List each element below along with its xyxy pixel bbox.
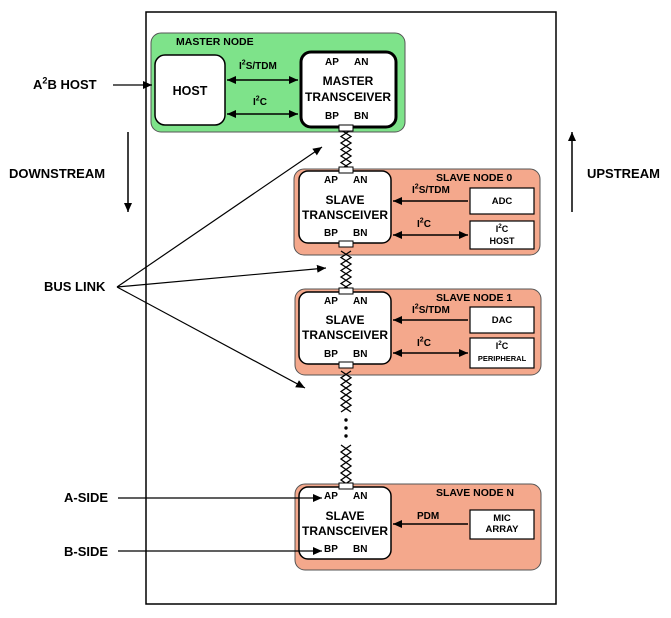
continuation-dot [344,418,348,422]
bus-cable-master-to-slave0 [339,129,353,170]
continuation-dot [344,426,348,430]
host-label: HOST [172,84,208,98]
slave1-i2s-label: I2S/TDM [412,303,450,316]
slave1-top-pin-tab [338,287,354,295]
slave0-ap-pin: AP [324,175,338,186]
slave1-transceiver-line1: SLAVE [325,313,365,327]
slave1-bn-pin: BN [353,349,368,360]
master-ap-pin: AP [325,57,339,68]
i2c-host-label-line1: I2C [495,223,509,234]
master-i2s-label: I2S/TDM [239,59,277,72]
slave0-top-pin-tab [338,166,354,174]
master-an-pin: AN [354,57,369,68]
a-side-label: A-SIDE [64,490,109,505]
slave1-bp-pin: BP [324,349,338,360]
downstream-label: DOWNSTREAM [9,166,106,181]
mic-array-label-line2: ARRAY [485,524,519,535]
slave-0-transceiver-block [298,170,392,244]
slave-node-0-title: SLAVE NODE 0 [436,172,513,184]
slaven-pdm-label: PDM [417,511,440,522]
host-block [154,54,226,126]
slave0-transceiver-line1: SLAVE [325,193,365,207]
slave0-bottom-pin-tab [338,240,354,248]
slave0-transceiver-line2: TRANSCEIVER [301,208,388,222]
slaven-transceiver-line2: TRANSCEIVER [301,524,388,538]
bus-link-pointer-2 [116,264,327,288]
a2b-host-label: A2B HOST [33,75,97,92]
adc-box [469,187,535,215]
i2c-host-box [469,220,535,250]
master-node-title: MASTER NODE [176,36,254,48]
mic-array-box [469,509,535,540]
dac-box [469,306,535,334]
slaven-transceiver-line1: SLAVE [325,509,365,523]
master-bp-pin: BP [325,111,339,122]
twisted-pair-cables [339,129,353,488]
slave1-an-pin: AN [353,296,368,307]
bus-cable-to-slaven [339,444,353,488]
bus-link-pointer-1 [116,146,323,288]
i2c-peripheral-box [469,337,535,369]
continuation-dot [344,434,348,438]
slave0-an-pin: AN [353,175,368,186]
slaven-ap-pin: AP [324,491,338,502]
master-bn-pin: BN [354,111,369,122]
bus-cable-slave0-to-slave1 [339,250,353,291]
slave-node-n-title: SLAVE NODE N [436,487,514,499]
adc-label: ADC [491,196,513,207]
bus-link-label: BUS LINK [44,279,106,294]
bus-link-pointer-3 [116,286,306,389]
master-bus-pin-tab [338,124,354,132]
master-transceiver-line1: MASTER [322,74,374,88]
slaven-bp-pin: BP [324,544,338,555]
slave0-bn-pin: BN [353,228,368,239]
b-side-label: B-SIDE [64,544,109,559]
slave1-transceiver-line2: TRANSCEIVER [301,328,388,342]
slaven-top-pin-tab [338,482,354,490]
master-transceiver-line2: TRANSCEIVER [304,90,391,104]
mic-array-label-line1: MIC [493,513,511,524]
slave-node-1-title: SLAVE NODE 1 [436,292,513,304]
i2c-host-label-line2: HOST [489,236,515,246]
bus-cable-slave1-onward [339,370,353,413]
slave0-bp-pin: BP [324,228,338,239]
slave1-ap-pin: AP [324,296,338,307]
dac-label: DAC [491,315,513,326]
slaven-bn-pin: BN [353,544,368,555]
slave1-i2c-label: I2C [417,336,431,349]
slave1-bottom-pin-tab [338,361,354,369]
pin-tabs [338,124,354,490]
upstream-label: UPSTREAM [587,166,660,181]
slave0-i2s-label: I2S/TDM [412,183,450,196]
system-frame [145,11,557,605]
slave0-i2c-label: I2C [417,217,431,230]
master-i2c-label: I2C [253,95,267,108]
i2c-peripheral-label-line2: PERIPHERAL [477,354,527,363]
slaven-an-pin: AN [353,491,368,502]
i2c-peripheral-label-line1: I2C [495,340,509,351]
